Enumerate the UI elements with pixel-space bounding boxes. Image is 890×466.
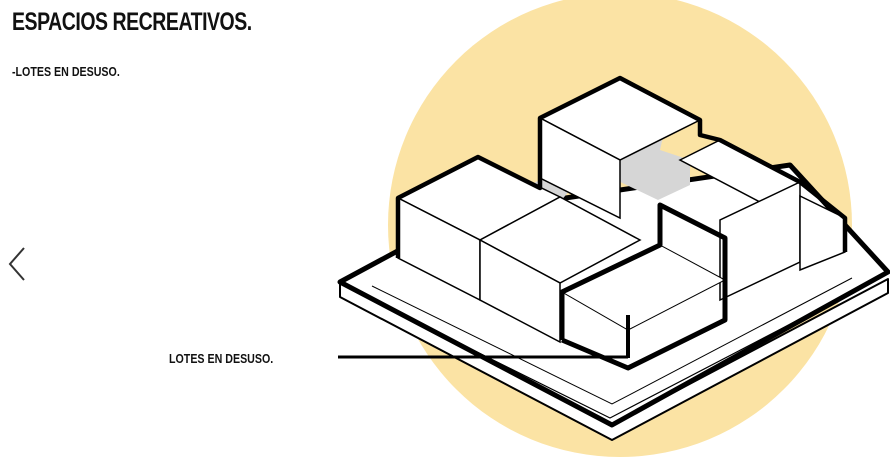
page-title: ESPACIOS RECREATIVOS. bbox=[12, 8, 252, 36]
block-ring-inner bbox=[371, 277, 853, 405]
page-subtitle: -LOTES EN DESUSO. bbox=[12, 64, 120, 79]
vacant-lot-outline bbox=[559, 202, 728, 371]
block-perimeter bbox=[395, 75, 848, 258]
callout-label: LOTES EN DESUSO. bbox=[169, 351, 274, 366]
chevron-left-icon bbox=[8, 247, 25, 281]
building-middle-front bbox=[479, 238, 561, 344]
block-ring bbox=[351, 279, 876, 419]
prev-slide-button[interactable] bbox=[4, 244, 30, 284]
